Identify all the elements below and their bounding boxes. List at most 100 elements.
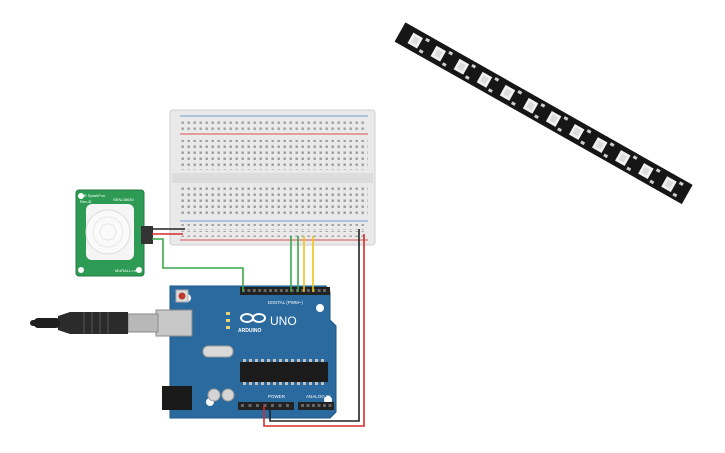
led-pad: [632, 155, 638, 160]
power-pin: [256, 404, 259, 407]
led-chip-lens: [641, 166, 651, 176]
led-pad: [655, 168, 661, 173]
power-pin: [278, 404, 282, 407]
analog-label: ANALOG IN: [306, 394, 331, 399]
led-pad: [609, 142, 615, 147]
crystal-oscillator: [202, 345, 234, 358]
led-pad: [534, 114, 539, 119]
analog-pin: [312, 404, 315, 407]
chip-pin: [261, 359, 264, 362]
chip-pin: [297, 382, 300, 385]
arduino-logo-text: ARDUINO: [238, 328, 261, 334]
analog-pin: [328, 404, 332, 407]
reset-button-cap[interactable]: [178, 292, 186, 300]
led-pad: [580, 140, 586, 146]
usb-cable-strain-relief: [34, 318, 60, 328]
chip-pin: [273, 359, 276, 362]
led-pad: [672, 192, 678, 198]
chip-pin: [321, 382, 324, 385]
analog-pin: [301, 404, 304, 407]
led-pad: [649, 179, 655, 185]
power-pin: [271, 404, 274, 407]
led-pad: [517, 90, 523, 95]
center-channel: [172, 173, 373, 183]
pir-mount-hole: [78, 267, 84, 273]
led-rx: [226, 326, 230, 329]
chip-pin: [279, 359, 282, 362]
chip-pin: [315, 382, 318, 385]
led-chip-lens: [595, 140, 605, 150]
usb-metal: [127, 313, 159, 333]
chip-pin: [321, 359, 324, 362]
chip-pin: [315, 359, 318, 362]
led-chip-lens: [480, 75, 489, 85]
pir-fresnel-lens: [85, 209, 131, 255]
led-pad: [626, 166, 632, 172]
wire-5v: [263, 234, 365, 427]
led-pad: [557, 127, 563, 133]
capacitor: [207, 388, 221, 402]
chip-pin: [243, 359, 246, 362]
led-pad: [586, 129, 592, 134]
chip-pin: [249, 359, 252, 362]
led-chip-lens: [618, 153, 628, 163]
chip-pin: [285, 382, 288, 385]
chip-pin: [309, 359, 312, 362]
led-pad: [494, 76, 500, 82]
rail-holes-top-2: [180, 126, 366, 132]
breadboard: [169, 109, 376, 246]
pir-connector: [141, 226, 153, 244]
led-pad: [418, 49, 424, 54]
usb-port: [155, 309, 193, 337]
led-pad: [464, 75, 470, 80]
capacitor: [221, 388, 235, 402]
digital-pin: [290, 289, 294, 292]
chip-pin: [255, 359, 258, 362]
chip-pin: [303, 382, 306, 385]
power-pin: [241, 404, 244, 407]
terminal-strip-top: [178, 140, 368, 170]
rail-holes-bottom-1: [180, 224, 366, 230]
usb-plug-body: [58, 312, 128, 334]
digital-pin: [301, 289, 305, 292]
neopixel-strip-icon: [394, 22, 693, 205]
rail-holes-bottom-2: [180, 231, 366, 237]
usb-cable-end: [30, 320, 38, 326]
led-pad: [540, 103, 546, 108]
analog-pin: [323, 404, 326, 407]
chip-pin: [297, 359, 300, 362]
chip-pin: [261, 382, 264, 385]
led-pad: [678, 181, 684, 186]
chip-pins: [243, 359, 324, 385]
led-pad: [471, 63, 477, 69]
pir-lens-ring: [99, 223, 117, 241]
chip-pin: [267, 382, 270, 385]
bottom-pin-holes: [241, 404, 332, 407]
digital-pin: [247, 289, 251, 292]
led-chip-lens: [549, 114, 558, 124]
analog-pin: [306, 404, 310, 407]
led-l: [226, 312, 230, 315]
chip-pin: [243, 382, 246, 385]
arduino-logo-icon: [240, 313, 266, 323]
chip-pin: [279, 382, 282, 385]
atmega-chip: [240, 362, 328, 382]
power-pin: [248, 404, 252, 407]
digital-pin: [263, 289, 267, 292]
chip-pin: [309, 382, 312, 385]
rail-holes-top-1: [180, 119, 366, 125]
digital-pin: [274, 289, 278, 292]
analog-header: [298, 402, 334, 410]
power-pin: [263, 404, 267, 407]
digital-pin: [306, 289, 310, 292]
led-chip-lens: [410, 36, 420, 46]
chip-pin: [303, 359, 306, 362]
led-tx: [226, 319, 230, 322]
led-pad: [487, 88, 493, 93]
digital-pin: [285, 289, 289, 292]
digital-pin: [317, 289, 321, 292]
digital-header: [240, 287, 330, 295]
pir-sensor-icon: PIR SparkFun SEN-08630 Rev-B MURALL.net: [75, 189, 153, 277]
led-pad: [563, 116, 569, 121]
